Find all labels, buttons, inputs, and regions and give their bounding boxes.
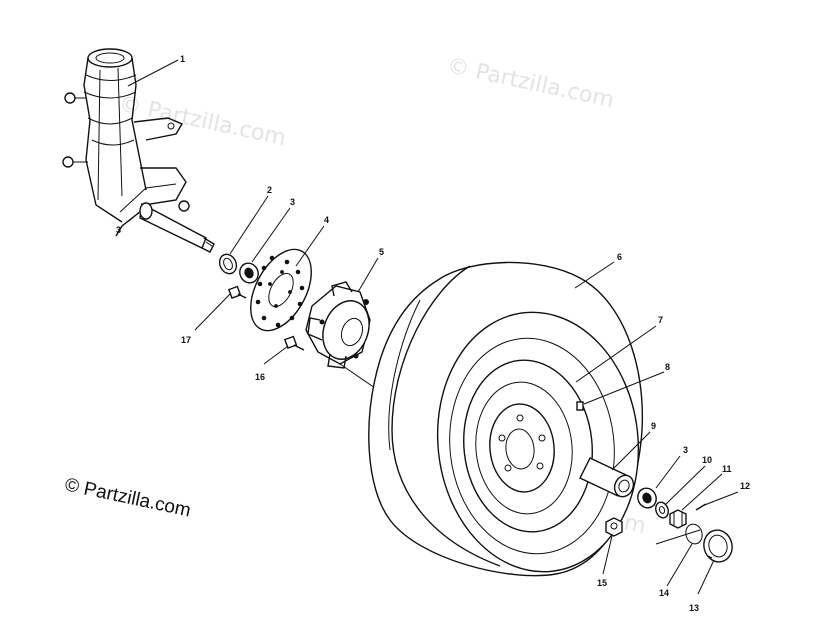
spacer-sleeve-part (579, 457, 635, 498)
castle-nut-part (669, 509, 687, 529)
copyright-notice: © Partzilla.com (63, 474, 193, 521)
callout-14: 14 (659, 588, 669, 598)
callout-5: 5 (379, 247, 384, 257)
callout-17: 17 (181, 335, 191, 345)
callout-12: 12 (740, 481, 750, 491)
callout-6: 6 (617, 252, 622, 262)
o-ring-part (685, 523, 703, 545)
leader-lines (127, 59, 739, 595)
callout-10: 10 (702, 455, 712, 465)
callout-2: 2 (267, 185, 272, 195)
callout-labels: 1 2 3 4 5 6 7 8 9 3 10 11 12 13 14 15 16… (180, 54, 750, 613)
callout-9: 9 (651, 421, 656, 431)
callout-15: 15 (597, 578, 607, 588)
callout-3-outer: 3 (683, 445, 688, 455)
hub-part (305, 281, 371, 369)
callout-8: 8 (665, 362, 670, 372)
hub-bolt-part (283, 335, 305, 351)
lug-nut-part (605, 517, 623, 537)
disc-bolt-part (227, 285, 247, 299)
hub-cap-part (703, 529, 733, 563)
assembly-line (339, 363, 379, 391)
callout-16: 16 (255, 372, 265, 382)
callout-7: 7 (658, 315, 663, 325)
callout-13: 13 (689, 603, 699, 613)
inner-bearing-part (239, 262, 259, 284)
rim-part (463, 359, 593, 533)
axle-mark: 3 (116, 225, 121, 235)
washer-part (655, 501, 669, 519)
callout-4: 4 (324, 215, 329, 225)
valve-stem-part (576, 401, 584, 411)
callout-11: 11 (722, 464, 732, 474)
callout-3-inner: 3 (290, 197, 295, 207)
outer-bearing-part (637, 487, 657, 509)
callout-1: 1 (180, 54, 185, 64)
brake-disc-part (250, 248, 312, 332)
inner-seal-part (218, 253, 238, 275)
spindle-part: 3 (62, 48, 215, 253)
watermark-top-right: © Partzilla.com (445, 53, 616, 113)
